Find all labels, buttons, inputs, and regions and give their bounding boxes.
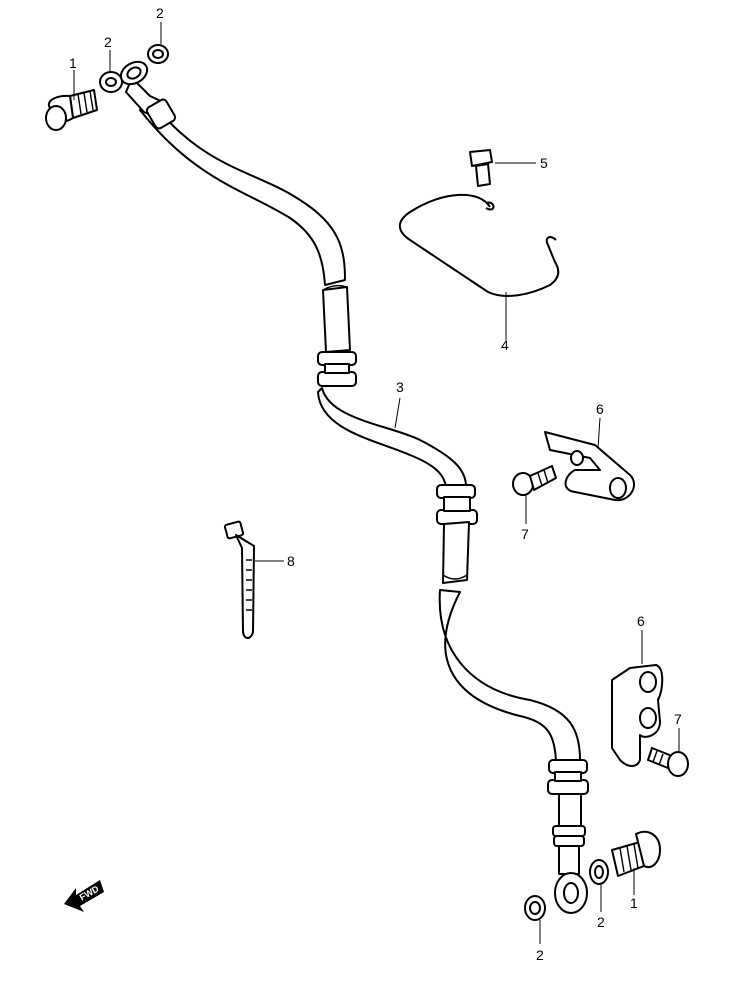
fwd-arrow-icon: FWD xyxy=(64,880,104,912)
callout-wire-clip: 4 xyxy=(501,337,509,353)
cable-tie xyxy=(223,520,255,639)
callout-clamp-lower: 6 xyxy=(637,613,645,629)
clamp-upper xyxy=(544,431,635,502)
brake-hose xyxy=(119,60,589,914)
callout-clamp-upper-bolt: 7 xyxy=(521,526,529,542)
callout-clamp-lower-bolt: 7 xyxy=(674,711,682,727)
clamp-lower xyxy=(611,664,664,767)
callout-hose: 3 xyxy=(396,379,404,395)
callout-washer-bottom-right: 2 xyxy=(597,914,605,930)
callout-clamp-upper: 6 xyxy=(596,401,604,417)
callout-bolt-top-left: 1 xyxy=(69,55,77,71)
clamp-lower-bolt xyxy=(647,747,689,777)
callout-washer-top-left-b: 2 xyxy=(156,5,164,21)
callout-washer-bottom-center: 2 xyxy=(536,947,544,963)
callout-bolt-bottom-right: 1 xyxy=(630,895,638,911)
banjo-bolt-top-left xyxy=(45,89,98,131)
callout-clip-bolt: 5 xyxy=(540,155,548,171)
wire-clip xyxy=(398,193,560,297)
clamp-upper-bolt xyxy=(512,465,557,496)
callout-washer-top-left-a: 2 xyxy=(104,34,112,50)
clip-bolt xyxy=(469,149,493,187)
banjo-bolt-bottom-right xyxy=(611,830,661,877)
callout-cable-tie: 8 xyxy=(287,553,295,569)
